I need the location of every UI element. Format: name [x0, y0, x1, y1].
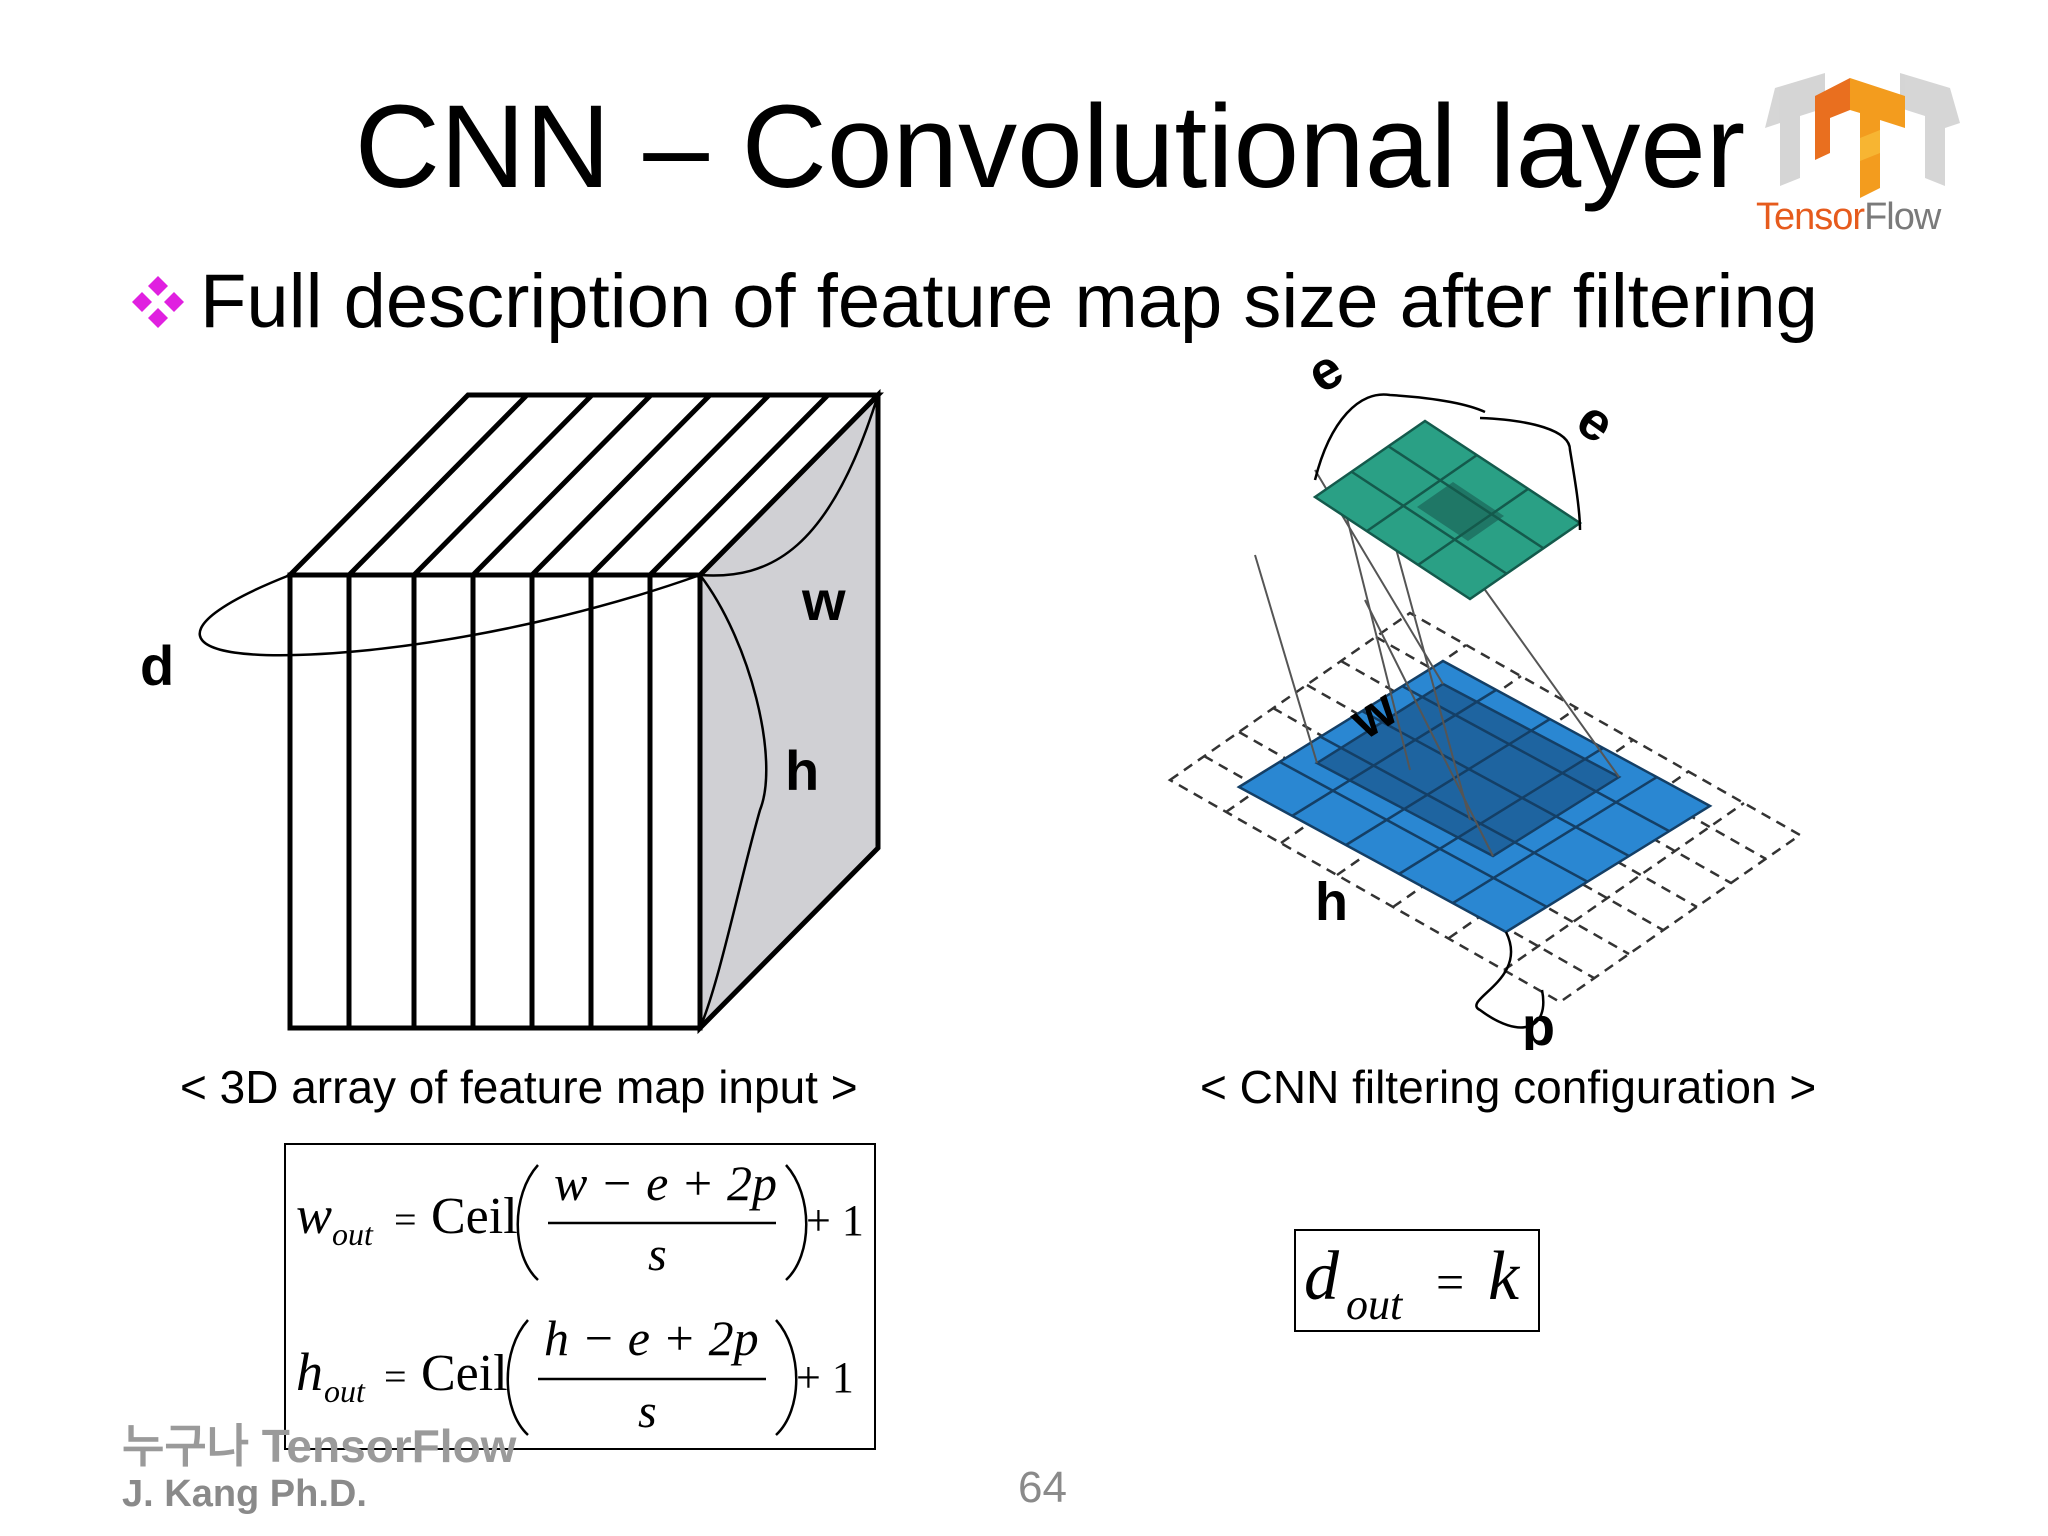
feature-map-3d-array-figure: d w h: [140, 388, 884, 1035]
d-rhs: k: [1488, 1238, 1521, 1315]
h-ceil: Ceil: [421, 1345, 508, 1402]
footer-author: J. Kang Ph.D.: [122, 1473, 367, 1515]
label-h: h: [785, 739, 819, 802]
label-p: p: [1522, 997, 1555, 1050]
page-number: 64: [1018, 1463, 1067, 1512]
label-e-right: e: [1566, 389, 1625, 455]
w-out-symbol: w: [296, 1185, 332, 1245]
h-denominator: s: [638, 1385, 657, 1438]
w-ceil: Ceil: [431, 1188, 518, 1245]
e-brace-right: [1479, 416, 1582, 531]
p-brace: [1475, 931, 1545, 1029]
label-w: w: [801, 569, 846, 632]
cube-front-slice-lines: [346, 575, 653, 1028]
w-out-subscript: out: [332, 1216, 374, 1252]
filter-grid-lines: [1351, 444, 1544, 576]
h-brace: [698, 574, 768, 1029]
slide-title: CNN – Convolutional layer: [354, 81, 1746, 213]
diamond-bullet-icon: [132, 275, 184, 328]
e-brace-top: [1313, 393, 1486, 481]
bullet-text: Full description of feature map size aft…: [200, 259, 1818, 344]
input-grid-lines: [1279, 684, 1670, 909]
label-h: h: [1315, 872, 1348, 932]
cnn-filtering-figure: e e w h p: [1167, 350, 1803, 1050]
h-plus-one: + 1: [796, 1353, 854, 1402]
left-figure-caption: < 3D array of feature map input >: [180, 1061, 858, 1113]
output-size-formula-box: w out = Ceil w − e + 2p s + 1 h out = Ce…: [284, 1143, 876, 1450]
filter-center: [1417, 482, 1504, 541]
h-out-symbol: h: [296, 1342, 323, 1402]
d-brace: [198, 573, 701, 657]
w-numerator: w − e + 2p: [554, 1155, 777, 1211]
w-brace: [699, 394, 880, 577]
tensorflow-logo-icon: [1765, 73, 1960, 198]
w-plus-one: + 1: [806, 1196, 864, 1245]
depth-formula: d out = k: [1304, 1238, 1521, 1329]
w-equals: =: [394, 1197, 417, 1242]
output-size-formulas: w out = Ceil w − e + 2p s + 1 h out = Ce…: [296, 1155, 864, 1438]
tensorflow-wordmark: TensorFlow: [1756, 196, 1941, 238]
d-out-subscript: out: [1346, 1280, 1404, 1329]
h-numerator: h − e + 2p: [544, 1310, 759, 1366]
label-e-top: e: [1297, 350, 1353, 405]
depth-formula-box: d out = k: [1294, 1229, 1540, 1332]
w-denominator: s: [648, 1228, 667, 1281]
label-d: d: [140, 634, 174, 697]
bullet-point: Full description of feature map size aft…: [128, 258, 1818, 345]
h-out-subscript: out: [324, 1373, 366, 1409]
footer-course: 누구나 TensorFlow: [122, 1420, 517, 1472]
cube-top-slice-lines: [347, 393, 830, 577]
h-equals: =: [384, 1354, 407, 1399]
right-figure-caption: < CNN filtering configuration >: [1200, 1061, 1817, 1113]
d-equals: =: [1436, 1254, 1464, 1310]
d-out-symbol: d: [1304, 1238, 1340, 1315]
